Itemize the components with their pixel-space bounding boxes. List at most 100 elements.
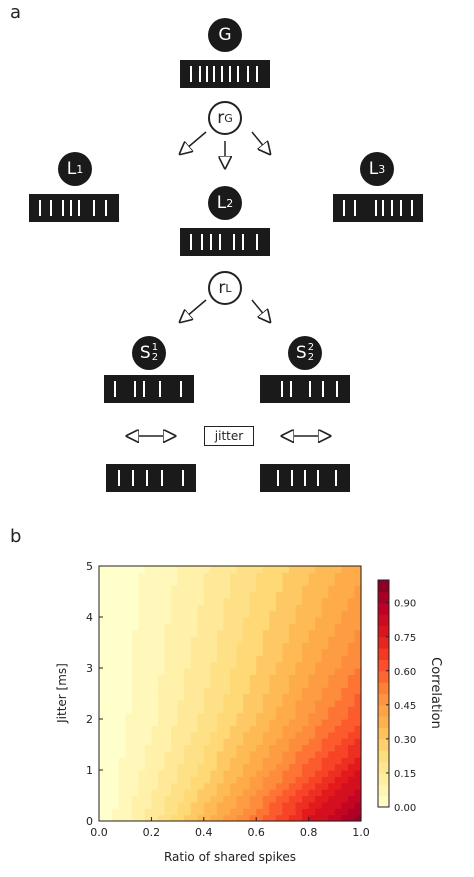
heatmap-cell — [190, 655, 198, 663]
heatmap-cell — [203, 719, 211, 726]
heatmap-cell — [295, 648, 303, 656]
heatmap-cell — [131, 687, 139, 695]
heatmap-cell — [236, 578, 244, 586]
heatmap-cell — [249, 699, 257, 707]
heatmap-cell — [236, 617, 244, 624]
heatmap-cell — [328, 578, 336, 586]
heatmap-cell — [144, 814, 152, 822]
heatmap-cell — [243, 744, 251, 752]
heatmap-cell — [223, 725, 231, 733]
colorbar-tick-label: 0.30 — [394, 735, 416, 746]
heatmap-cell — [275, 814, 283, 822]
heatmap-cell — [321, 782, 329, 790]
heatmap-cell — [164, 648, 172, 656]
heatmap-cell — [308, 776, 316, 784]
heatmap-cell — [269, 636, 277, 644]
heatmap-cell — [341, 629, 349, 637]
heatmap-cell — [164, 636, 172, 644]
heatmap-cell — [118, 687, 126, 695]
heatmap-cell — [171, 763, 179, 771]
heatmap-cell — [216, 738, 225, 746]
heatmap-cell — [131, 629, 139, 637]
heatmap-cell — [347, 572, 356, 580]
heatmap-cell — [269, 814, 277, 822]
heatmap-cell — [210, 693, 218, 701]
heatmap-cell — [216, 699, 225, 707]
heatmap-cell — [230, 725, 238, 733]
heatmap-cell — [151, 770, 159, 777]
heatmap-cell — [347, 668, 356, 675]
heatmap-cell — [131, 789, 139, 797]
heatmap-cell — [144, 572, 152, 580]
heatmap-cell — [243, 591, 251, 599]
heatmap-cell — [99, 693, 107, 701]
heatmap-cell — [197, 789, 205, 797]
heatmap-cell — [328, 687, 336, 695]
heatmap-cell — [288, 668, 297, 675]
heatmap-cell — [131, 699, 139, 707]
heatmap-cell — [190, 757, 198, 765]
heatmap-cell — [256, 750, 264, 758]
heatmap-cell — [243, 763, 251, 771]
heatmap-cell — [157, 776, 166, 784]
heatmap-cell — [223, 750, 231, 758]
heatmap-cell — [216, 610, 225, 618]
heatmap-cell — [138, 808, 146, 816]
heatmap-cell — [262, 757, 270, 765]
heatmap-cell — [315, 636, 323, 644]
heatmap-cell — [321, 744, 329, 752]
heatmap-cell — [131, 757, 139, 765]
heatmap-cell — [328, 706, 336, 714]
heatmap-cell — [144, 738, 152, 746]
heatmap-cell — [269, 750, 277, 758]
heatmap-cell — [125, 801, 133, 809]
heatmap-cell — [144, 642, 152, 650]
heatmap-cell — [334, 795, 342, 803]
heatmap-cell — [321, 712, 329, 720]
heatmap-cell — [151, 795, 159, 803]
heatmap-cell — [328, 757, 336, 765]
heatmap-cell — [190, 617, 198, 624]
heatmap-cell — [203, 604, 211, 612]
heatmap-cell — [334, 617, 342, 624]
heatmap-cell — [184, 642, 192, 650]
heatmap-cell — [216, 757, 225, 765]
heatmap-cell — [308, 668, 316, 675]
heatmap-cell — [302, 617, 310, 624]
heatmap-cell — [184, 629, 192, 637]
spike — [182, 470, 185, 486]
heatmap-cell — [269, 566, 277, 573]
heatmap-cell — [262, 623, 270, 631]
heatmap-cell — [138, 680, 146, 688]
heatmap-cell — [223, 693, 231, 701]
heatmap-cell — [112, 597, 120, 605]
heatmap-cell — [315, 814, 323, 822]
heatmap-cell — [112, 610, 120, 618]
heatmap-cell — [151, 661, 159, 669]
heatmap-cell — [177, 648, 185, 656]
colorbar-segment — [378, 738, 389, 751]
heatmap-cell — [184, 585, 192, 593]
heatmap-cell — [105, 636, 113, 644]
colorbar-segment — [378, 795, 389, 808]
heatmap-cell — [262, 687, 270, 695]
heatmap-cell — [341, 712, 349, 720]
colorbar-segment — [378, 772, 389, 785]
heatmap-cell — [184, 744, 192, 752]
heatmap-cell — [118, 680, 126, 688]
colorbar-segment — [378, 670, 389, 683]
heatmap-cell — [151, 597, 159, 605]
heatmap-cell — [157, 750, 166, 758]
heatmap-cell — [275, 642, 283, 650]
heatmap-cell — [203, 623, 211, 631]
heatmap-cell — [347, 808, 356, 816]
heatmap-cell — [118, 770, 126, 777]
heatmap-cell — [171, 693, 179, 701]
colorbar-segment — [378, 591, 389, 604]
heatmap-cell — [308, 814, 316, 822]
heatmap-cell — [275, 636, 283, 644]
heatmap-cell — [256, 738, 264, 746]
heatmap-cell — [105, 814, 113, 822]
heatmap-cell — [230, 801, 238, 809]
